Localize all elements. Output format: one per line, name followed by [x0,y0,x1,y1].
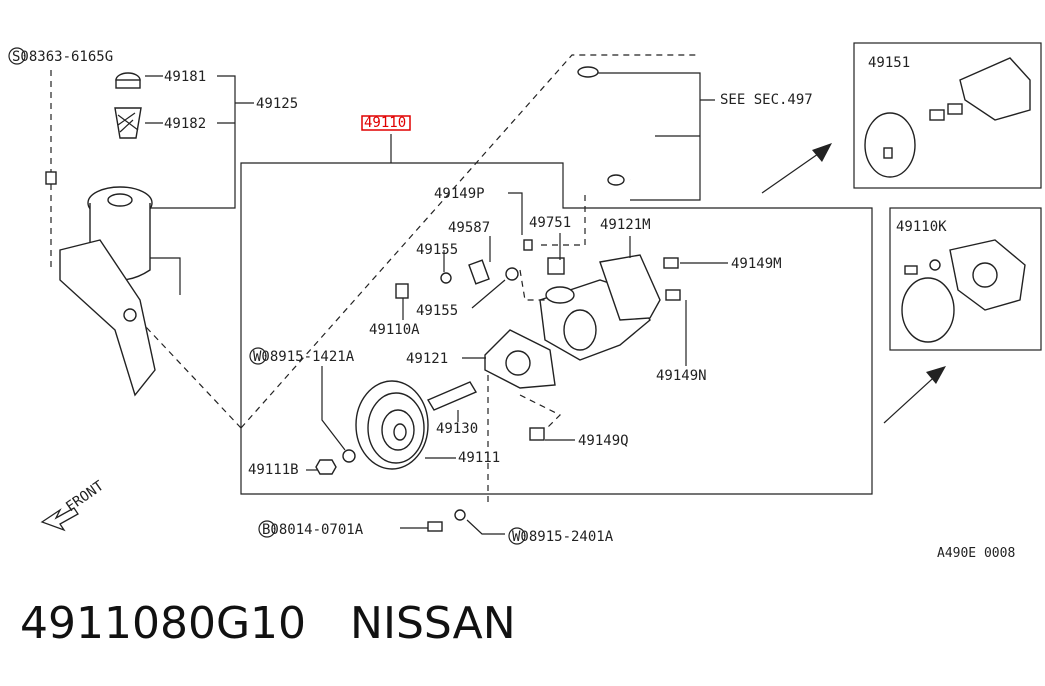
label-49111: 49111 [458,450,500,466]
label-w08915-1421a: W08915-1421A [253,349,355,365]
screw-08363 [45,70,57,268]
label-49149p: 49149P [434,186,485,202]
brand-name: NISSAN [350,598,516,649]
label-49110: 49110 [364,115,406,131]
label-49751: 49751 [529,215,571,231]
label-49121m: 49121M [600,217,651,233]
label-49125: 49125 [256,96,298,112]
label-ref-code: A490E 0008 [937,546,1015,561]
inset-49151 [853,42,1042,189]
label-49149q: 49149Q [578,433,629,449]
label-49110k: 49110K [896,219,947,235]
part-number: 4911080G10 [20,598,307,649]
label-49587: 49587 [448,220,490,236]
filter-49182 [114,107,142,139]
label-49149n: 49149N [656,368,707,384]
reservoir-tank [59,186,181,397]
label-49182: 49182 [164,116,206,132]
label-w08915-2401a: W08915-2401A [512,529,614,545]
label-49121: 49121 [406,351,448,367]
label-49155-upper: 49155 [416,242,458,258]
label-b08014-0701a: B08014-0701A [262,522,364,538]
label-49151: 49151 [868,55,910,71]
label-see-sec: SEE SEC.497 [720,92,813,108]
label-49155-lower: 49155 [416,303,458,319]
pump-assembly-frame [240,162,873,495]
pump-body [484,254,661,389]
label-49181: 49181 [164,69,206,85]
label-49110a: 49110A [369,322,420,338]
label-49130: 49130 [436,421,478,437]
inset-49110k [889,207,1042,351]
cap-49181 [115,72,141,89]
label-front: FRONT [63,478,107,516]
label-49149m: 49149M [731,256,782,272]
footer-caption: 4911080G10 NISSAN [20,598,560,649]
label-49111b: 49111B [248,462,299,478]
shaft-49130 [426,381,478,411]
label-screw-08363: S08363-6165G [12,49,113,65]
highlight-box [361,115,411,131]
hose [575,66,649,186]
pulley-49111 [355,380,429,470]
